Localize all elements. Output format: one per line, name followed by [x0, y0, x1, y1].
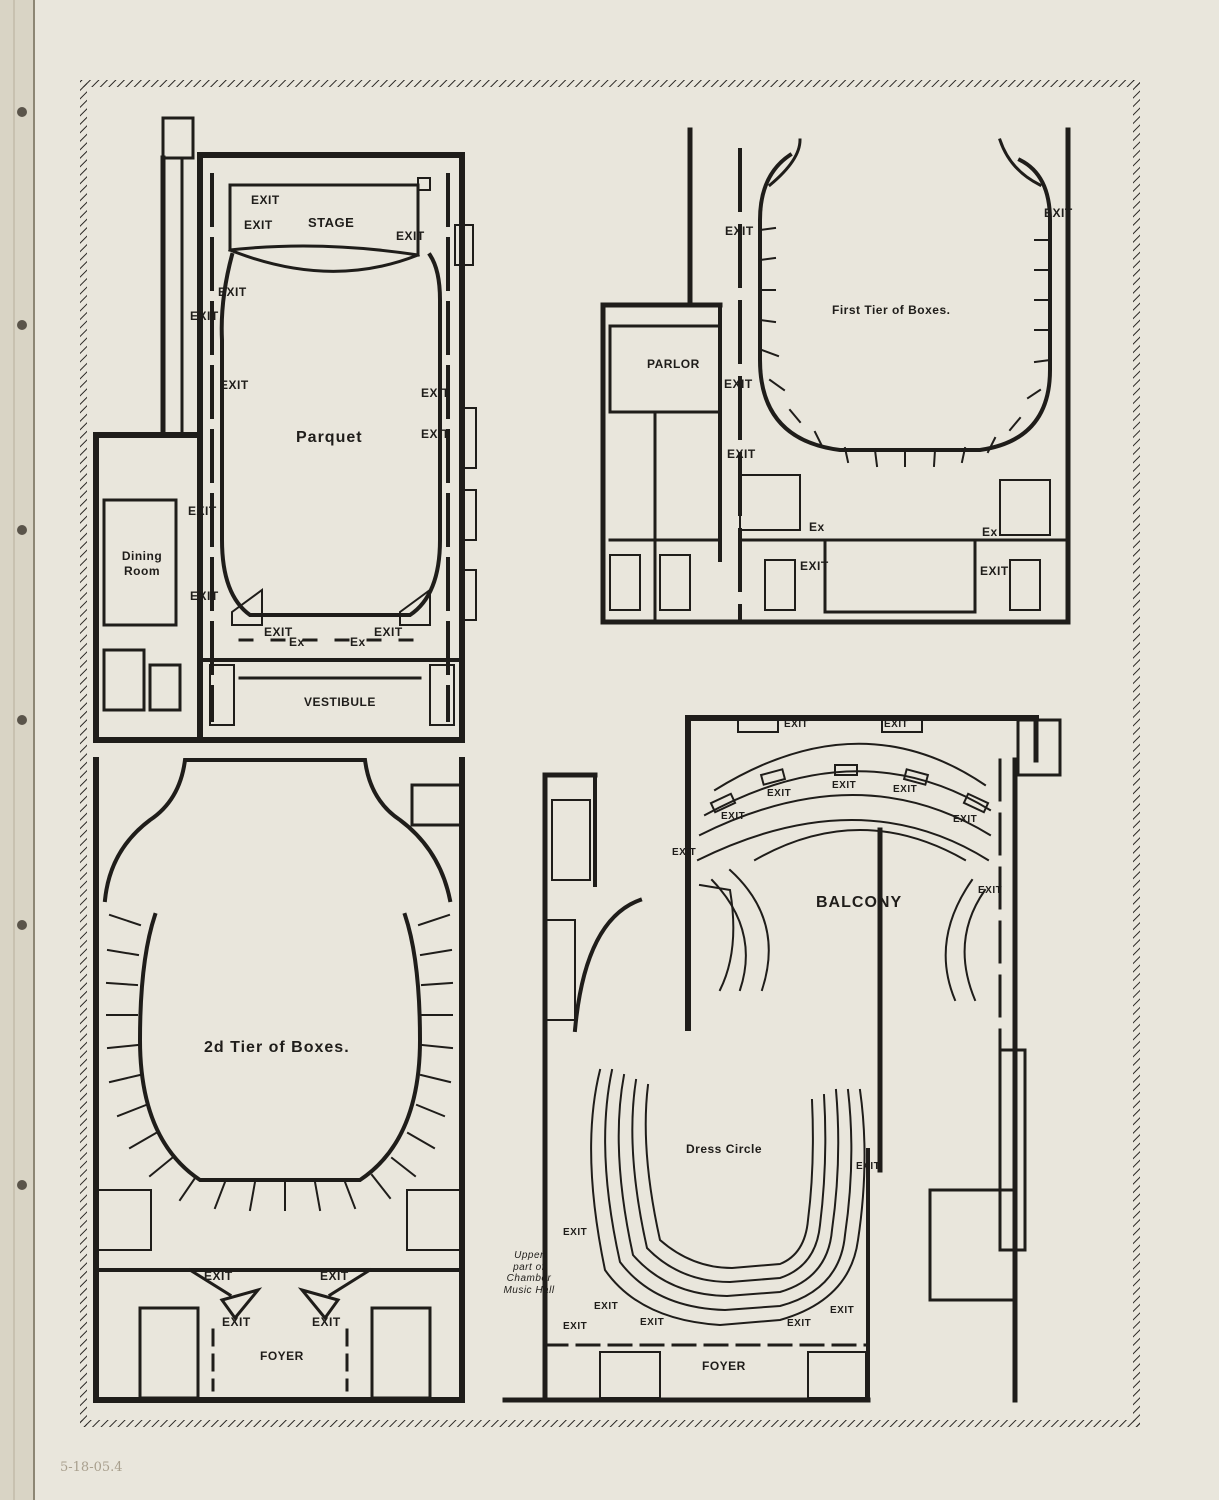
exit-label: EXIT [374, 625, 403, 639]
exit-label: EXIT [725, 224, 754, 238]
exit-label: EXIT [884, 719, 909, 730]
binding-strip [0, 0, 34, 1500]
binding-hole [17, 525, 27, 535]
binding-hole [17, 920, 27, 930]
exit-label: EXIT [396, 229, 425, 243]
foyer-label: FOYER [702, 1359, 746, 1373]
exit-label: EXIT [724, 377, 753, 391]
exit-label: EXIT [640, 1317, 665, 1328]
foyer-label: FOYER [260, 1349, 304, 1363]
binding-hole [17, 320, 27, 330]
exit-label: EXIT [832, 780, 857, 791]
vestibule-label: VESTIBULE [304, 695, 376, 709]
exit-label: EXIT [727, 447, 756, 461]
exit-label: EXIT [312, 1315, 341, 1329]
plan-first-tier [600, 127, 1071, 625]
binding-hole [17, 715, 27, 725]
exit-label: EXIT [953, 814, 978, 825]
binding-hole [17, 107, 27, 117]
exit-label: EXIT [594, 1301, 619, 1312]
archive-pencil-note: 5-18-05.4 [60, 1460, 123, 1475]
exit-label: EXIT [767, 788, 792, 799]
exit-label: EXIT [672, 847, 697, 858]
exit-label: EXIT [800, 559, 829, 573]
exit-label: EXIT [563, 1227, 588, 1238]
exit-label: EXIT [222, 1315, 251, 1329]
dress-circle-label: Dress Circle [686, 1142, 763, 1156]
exit-label: EXIT [264, 625, 293, 639]
parlor-label: PARLOR [647, 357, 700, 371]
second-tier-label: 2d Tier of Boxes. [204, 1039, 350, 1056]
plan-balcony [502, 715, 1062, 1403]
exit-label: EXIT [188, 504, 217, 518]
exit-label: EXIT [830, 1305, 855, 1316]
page-border [80, 80, 1140, 1427]
dining-room-label: Dining Room [121, 549, 163, 578]
exit-label: EXIT [421, 427, 450, 441]
parquet-label: Parquet [296, 429, 363, 446]
binding-hole [17, 1180, 27, 1190]
ex-label: Ex [289, 635, 305, 649]
exit-label: EXIT [220, 378, 249, 392]
exit-label: EXIT [563, 1321, 588, 1332]
exit-label: EXIT [190, 309, 219, 323]
exit-label: EXIT [856, 1161, 881, 1172]
ex-label: Ex [350, 635, 366, 649]
exit-label: EXIT [421, 386, 450, 400]
exit-label: EXIT [721, 811, 746, 822]
chamber-music-hall-label: Upper part of Chamber Music Hall [503, 1250, 555, 1296]
ex-label: Ex [982, 525, 998, 539]
exit-label: EXIT [893, 784, 918, 795]
first-tier-label: First Tier of Boxes. [832, 303, 951, 317]
exit-label: EXIT [980, 564, 1009, 578]
exit-label: EXIT [787, 1318, 812, 1329]
exit-label: EXIT [244, 218, 273, 232]
exit-label: EXIT [218, 285, 247, 299]
balcony-label: BALCONY [816, 894, 903, 911]
exit-label: EXIT [204, 1269, 233, 1283]
exit-label: EXIT [1044, 206, 1073, 220]
ex-label: Ex [809, 520, 825, 534]
exit-label: EXIT [190, 589, 219, 603]
exit-label: EXIT [251, 193, 280, 207]
exit-label: EXIT [978, 885, 1003, 896]
plan-second-tier [93, 757, 465, 1403]
exit-label: EXIT [784, 719, 809, 730]
stage-label: STAGE [308, 215, 355, 230]
exit-label: EXIT [320, 1269, 349, 1283]
plan-parquet [93, 116, 477, 743]
